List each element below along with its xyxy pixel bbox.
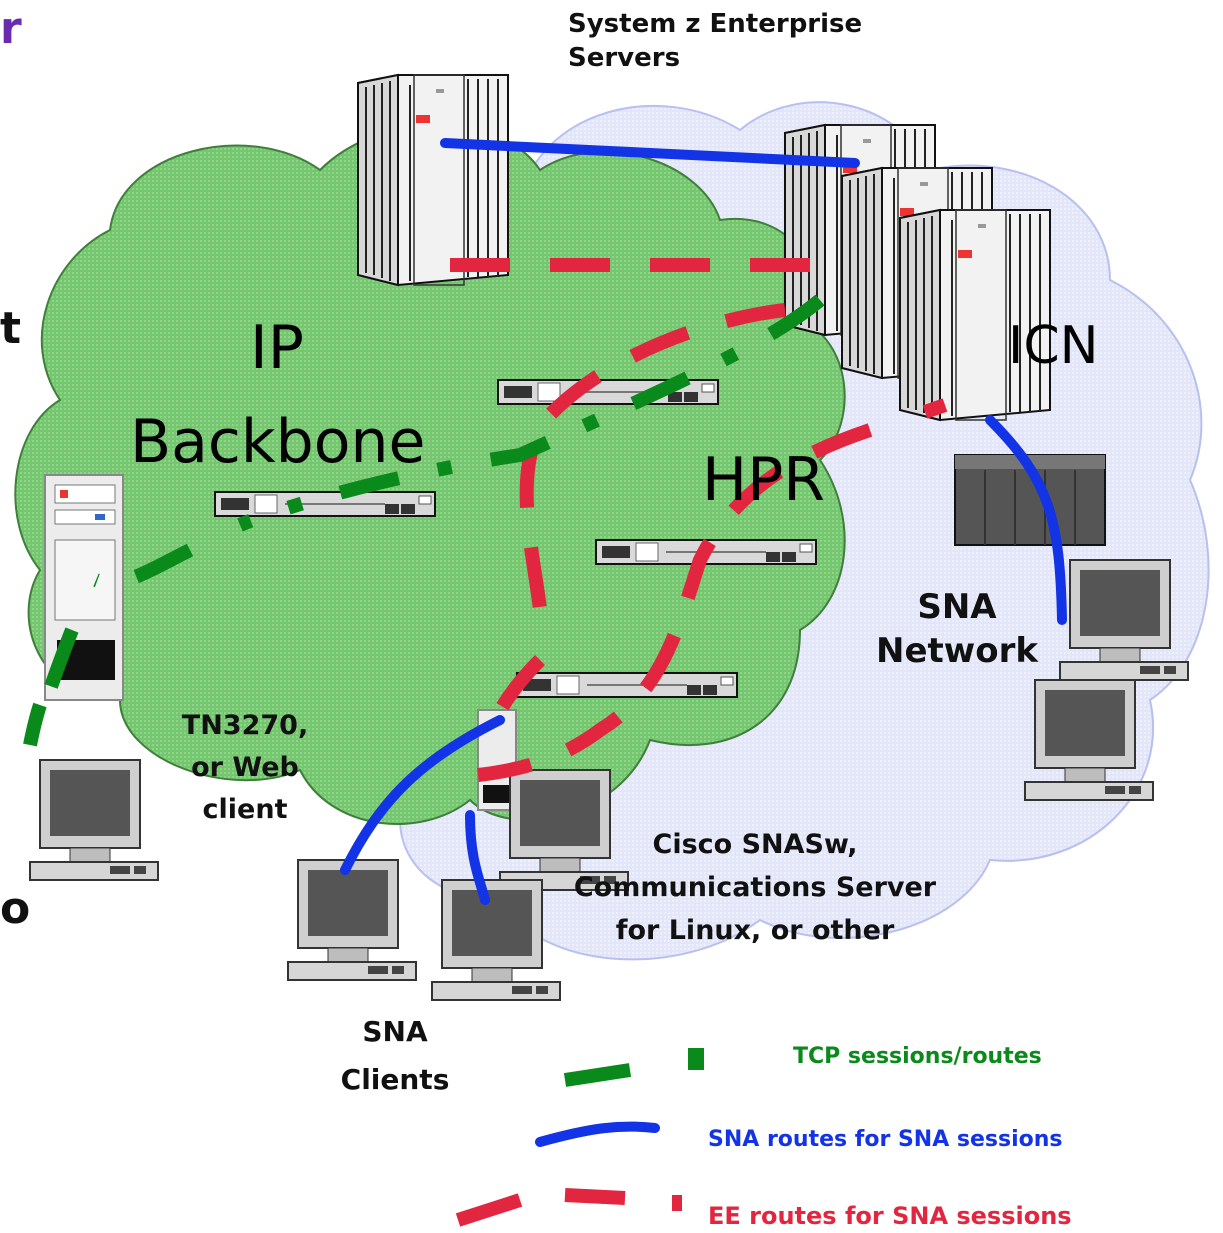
workstation-icon: [1059, 559, 1189, 681]
workstation-icon: [29, 759, 159, 881]
sna-clients-label: SNA Clients: [340, 1015, 450, 1096]
icn-label: ICN: [1008, 316, 1099, 376]
workstation-icon: [287, 859, 417, 981]
legend-swatch-ee: [455, 1193, 523, 1227]
workstation-icon: [1024, 679, 1154, 801]
legend-swatch-tcp: [563, 1063, 632, 1087]
sna-network-label: SNA Network: [876, 587, 1038, 672]
mainframe-icon: [899, 209, 1051, 421]
tn3270-label: TN3270, or Web client: [181, 710, 309, 825]
ip-backbone-cloud: [14, 124, 846, 825]
legend-swatches: [455, 1048, 704, 1227]
legend-swatch-sna: [535, 1121, 660, 1147]
legend-tcp-label: TCP sessions/routes: [793, 1044, 1042, 1069]
workstation-icon: [431, 879, 561, 1001]
legend-sna-label: SNA routes for SNA sessions: [708, 1127, 1063, 1152]
mainframe-icon: [357, 74, 509, 286]
edge-fragment-bottom: o: [0, 883, 31, 934]
edge-fragment-top: r: [0, 3, 22, 54]
edge-fragment-mid: t: [0, 303, 22, 354]
legend-ee-label: EE routes for SNA sessions: [708, 1202, 1072, 1230]
ee-routes: [450, 258, 948, 782]
cisco-label: Cisco SNASw, Communications Server for L…: [573, 829, 937, 947]
tcp-routes: [23, 294, 825, 747]
sna-routes: [340, 138, 1067, 905]
backbone-label: Backbone: [130, 407, 426, 477]
router-icon: [516, 672, 738, 698]
servers-label: System z Enterprise Servers: [568, 9, 863, 73]
router-icon: [214, 491, 436, 517]
ip-label: IP: [250, 313, 304, 383]
hpr-label: HPR: [702, 445, 825, 515]
